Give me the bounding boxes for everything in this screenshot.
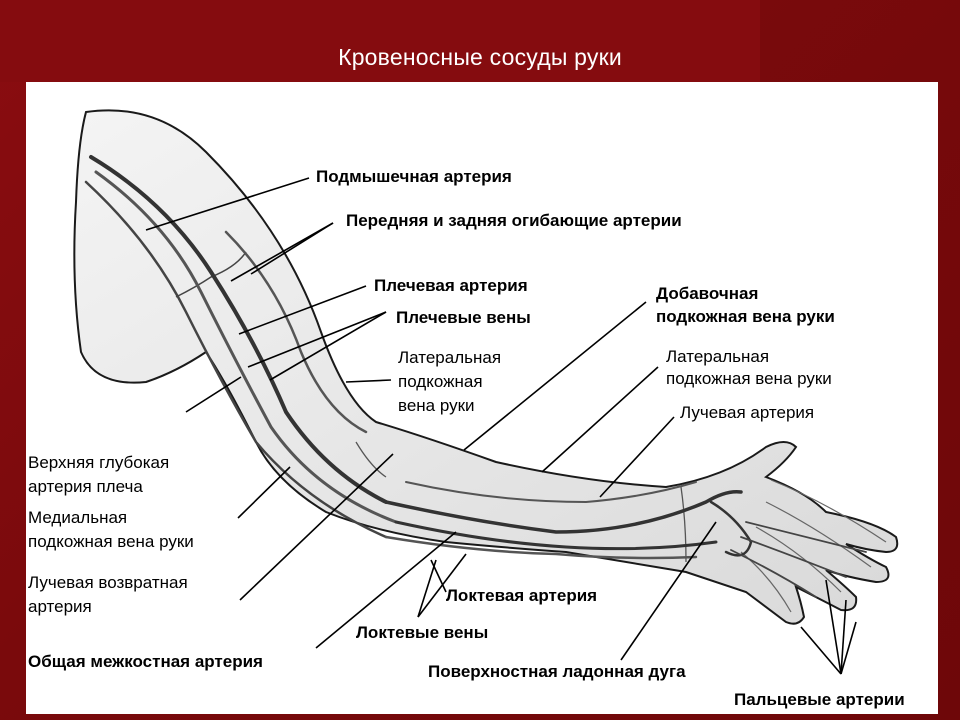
leader-dobavochnaya xyxy=(463,301,647,451)
label-verkhnyaya-2: артерия плеча xyxy=(28,477,143,496)
leader-luchevaya-vozvratnaya xyxy=(239,453,394,601)
label-plechevaya-arteriya: Плечевая артерия xyxy=(374,276,528,295)
label-lateralnaya-left-3: вена руки xyxy=(398,396,475,415)
leader-loktevaya-arteriya xyxy=(430,559,447,593)
leader-lateralnaya-right xyxy=(541,366,659,473)
label-medialnaya-1: Медиальная xyxy=(28,508,128,527)
digital-arteries xyxy=(730,521,867,598)
label-dobavochnaya-2: подкожная вена руки xyxy=(656,307,835,326)
wrist-crease xyxy=(680,486,687,563)
label-lateralnaya-right-2: подкожная вена руки xyxy=(666,369,832,388)
label-luchevaya-vozvratnaya-1: Лучевая возвратная xyxy=(28,573,188,592)
label-dobavochnaya-1: Добавочная xyxy=(656,284,759,303)
leader-loktevye-veny-1 xyxy=(417,559,437,618)
label-verkhnyaya-1: Верхняя глубокая xyxy=(28,453,170,472)
label-poverkhnostnaya: Поверхностная ладонная дуга xyxy=(428,662,686,681)
slide-title: Кровеносные сосуды руки xyxy=(338,44,622,70)
label-obshchaya: Общая межкостная артерия xyxy=(28,652,263,671)
label-lateralnaya-left-2: подкожная xyxy=(398,372,483,391)
label-loktevaya-arteriya: Локтевая артерия xyxy=(446,586,598,605)
label-ogibayushchie: Передняя и задняя огибающие артерии xyxy=(346,211,682,230)
armpit-fold xyxy=(175,251,247,298)
leader-paltsevye-1 xyxy=(800,626,842,675)
label-paltsevye: Пальцевые артерии xyxy=(734,690,905,709)
label-medialnaya-2: подкожная вена руки xyxy=(28,532,194,551)
leader-poverkhnostnaya xyxy=(620,521,717,661)
leader-paltsevye-3 xyxy=(840,599,847,675)
leader-ogibayushchie-2 xyxy=(250,222,334,275)
label-loktevye-veny: Локтевые вены xyxy=(356,623,489,642)
accessory-vein xyxy=(405,481,697,504)
leader-paltsevye-4 xyxy=(840,621,857,675)
decorative-band xyxy=(0,0,760,82)
label-luchevaya-arteriya: Лучевая артерия xyxy=(680,403,815,422)
leader-podmyshechnaya xyxy=(145,177,310,231)
leader-luchevaya-arteriya xyxy=(599,416,675,498)
ulnar-artery xyxy=(394,520,718,551)
leader-plechevye-veny-1 xyxy=(247,311,387,368)
leader-plechevaya-arteriya xyxy=(238,285,367,335)
leader-lines xyxy=(145,177,857,675)
cephalic-vein xyxy=(224,230,368,434)
palmar-arch xyxy=(709,500,753,557)
finger-lines xyxy=(740,479,887,613)
label-lateralnaya-right-1: Латеральная xyxy=(666,347,770,366)
leader-verkhnyaya xyxy=(185,376,242,413)
leader-obshchaya xyxy=(315,531,457,649)
leader-lateralnaya-left xyxy=(345,379,392,383)
leader-paltsevye-2 xyxy=(825,579,842,675)
elbow-crease xyxy=(355,441,387,478)
label-luchevaya-vozvratnaya-2: артерия xyxy=(28,597,92,616)
leader-plechevye-veny-2 xyxy=(269,311,387,381)
brachial-vein-b xyxy=(84,180,388,539)
leader-medialnaya xyxy=(237,466,291,519)
diagram-panel: Подмышечная артерия Передняя и задняя ог… xyxy=(26,82,938,714)
leader-loktevye-veny-2 xyxy=(417,553,467,618)
label-podmyshechnaya: Подмышечная артерия xyxy=(316,167,512,186)
radial-artery xyxy=(384,489,743,534)
ulnar-veins xyxy=(384,535,698,560)
arm-illustration xyxy=(73,109,899,675)
label-lateralnaya-left-1: Латеральная xyxy=(398,348,502,367)
label-plechevye-veny: Плечевые вены xyxy=(396,308,531,327)
